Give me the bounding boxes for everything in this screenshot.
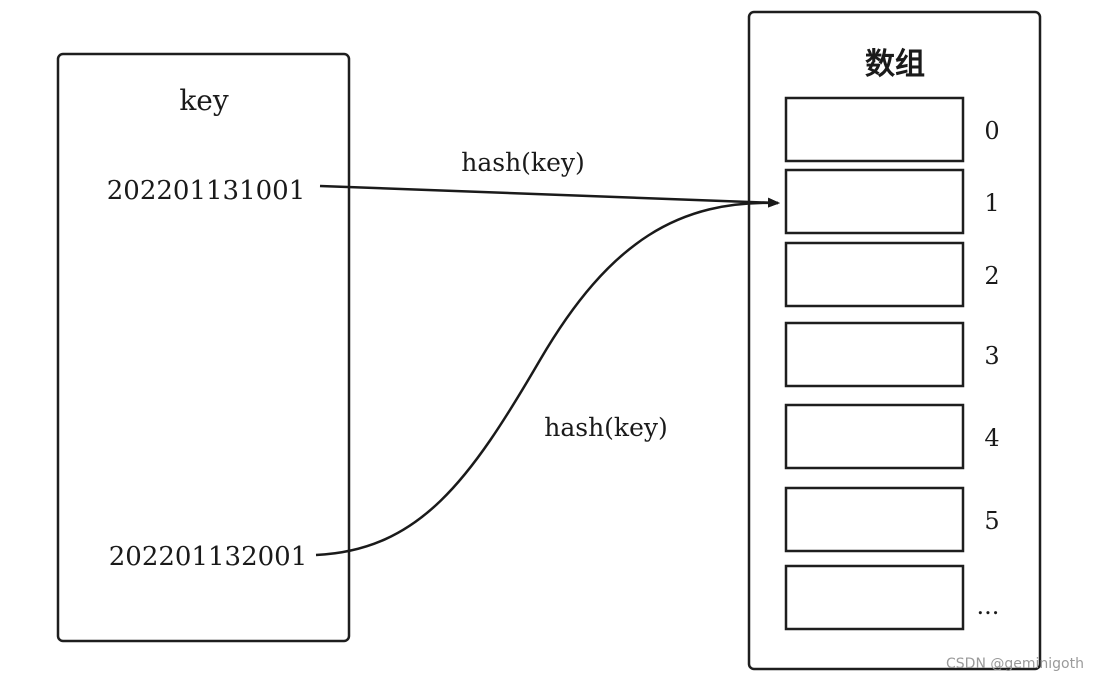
array-index-3: 3 bbox=[984, 342, 999, 370]
watermark-text: CSDN @geminigoth bbox=[946, 656, 1084, 672]
array-index-0: 0 bbox=[984, 117, 999, 145]
key-panel bbox=[56, 52, 351, 643]
array-index-4: 4 bbox=[984, 424, 999, 452]
array-cell-ellipsis bbox=[784, 564, 965, 631]
array-cell-3 bbox=[784, 321, 965, 388]
array-panel-title: 数组 bbox=[865, 47, 925, 82]
array-index-1: 1 bbox=[984, 189, 999, 217]
array-index-5: 5 bbox=[984, 507, 999, 535]
array-cell-0 bbox=[784, 96, 965, 163]
array-cell-4 bbox=[784, 403, 965, 470]
array-index-ellipsis: ... bbox=[977, 592, 1000, 620]
key-item-2: 202201132001 bbox=[109, 542, 308, 572]
key-item-1: 202201131001 bbox=[107, 176, 306, 206]
array-cell-5 bbox=[784, 486, 965, 553]
key-panel-title: key bbox=[179, 84, 229, 117]
hash-arrow-2 bbox=[315, 197, 780, 557]
hash-label-2: hash(key) bbox=[544, 413, 668, 442]
hash-label-1: hash(key) bbox=[461, 148, 585, 177]
hash-arrow-1 bbox=[319, 184, 780, 208]
array-index-2: 2 bbox=[984, 262, 999, 290]
array-cell-1 bbox=[784, 168, 965, 235]
array-cell-2 bbox=[784, 241, 965, 308]
